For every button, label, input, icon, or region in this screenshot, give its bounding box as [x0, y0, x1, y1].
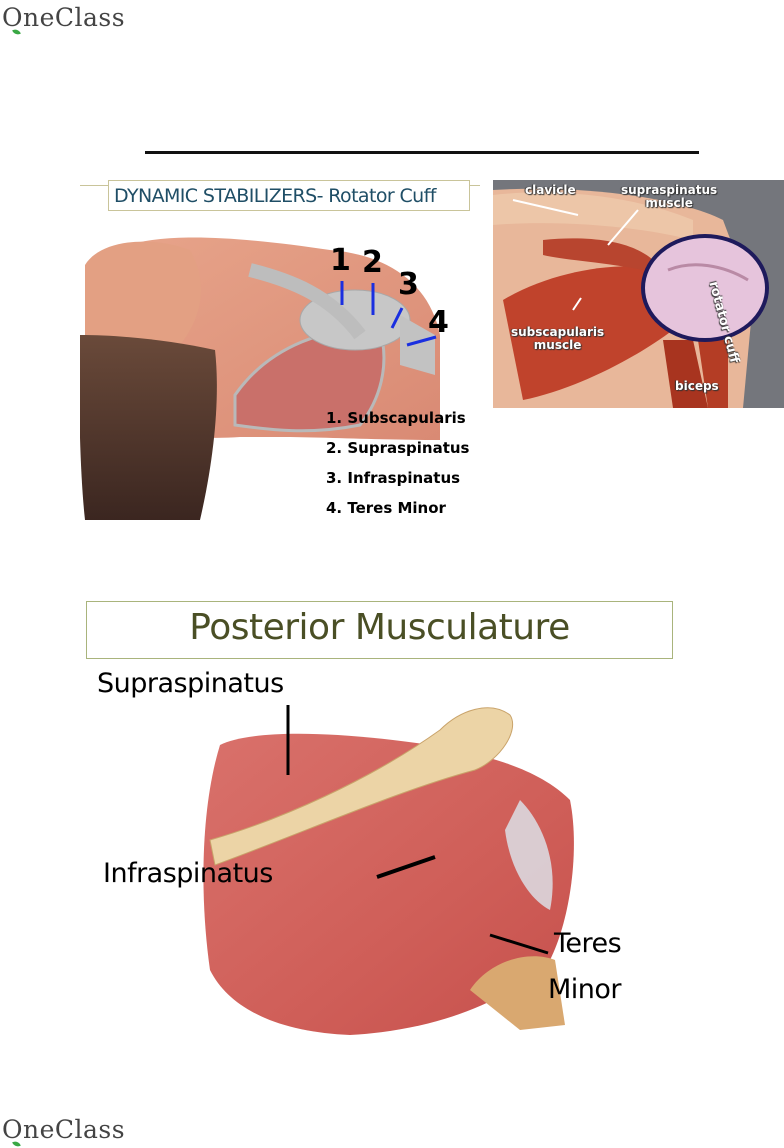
- posterior-shoulder-icon: [203, 705, 574, 1035]
- label-biceps: biceps: [675, 379, 719, 393]
- legend-item: 3. Infraspinatus: [326, 469, 461, 487]
- label-clavicle: clavicle: [525, 183, 576, 197]
- shoulder-anatomy-icon: [493, 180, 784, 408]
- oneclass-logo-header[interactable]: OneClass: [2, 3, 126, 37]
- label-minor: Minor: [548, 974, 622, 1005]
- section-title: DYNAMIC STABILIZERS- Rotator Cuff: [114, 185, 436, 207]
- title-rule-left: [80, 185, 108, 186]
- marker-1: 1: [330, 243, 351, 278]
- label-supraspinatus: Supraspinatus: [97, 668, 284, 699]
- legend-item: 2. Supraspinatus: [326, 439, 470, 457]
- label-teres: Teres: [554, 928, 622, 959]
- marker-4: 4: [428, 305, 449, 340]
- legend-item: 4. Teres Minor: [326, 499, 446, 517]
- section-title: Posterior Musculature: [189, 607, 570, 648]
- posterior-musculature-illustration: [190, 670, 660, 1040]
- horizontal-divider: [145, 151, 699, 154]
- rotator-cuff-illustration: 1 2 3 4 1. Subscapularis 2. Supraspinatu…: [79, 225, 490, 525]
- section-title-box: Posterior Musculature: [86, 601, 673, 659]
- label-supraspinatus-muscle: supraspinatus muscle: [621, 183, 718, 210]
- label-infraspinatus: Infraspinatus: [103, 858, 273, 889]
- rotator-cuff-photo: clavicle supraspinatus muscle subscapula…: [493, 180, 784, 408]
- anatomy-illustration-icon: [79, 237, 440, 520]
- legend-item: 1. Subscapularis: [326, 409, 466, 427]
- label-subscapularis-muscle: subscapularis muscle: [511, 325, 605, 352]
- title-rule-right: [470, 185, 480, 186]
- marker-2: 2: [362, 245, 383, 280]
- logo-text: OneClass: [2, 3, 126, 32]
- oneclass-logo-footer[interactable]: OneClass: [2, 1115, 126, 1148]
- marker-3: 3: [398, 267, 419, 302]
- section-title-box: DYNAMIC STABILIZERS- Rotator Cuff: [108, 180, 470, 211]
- logo-text: OneClass: [2, 1115, 126, 1144]
